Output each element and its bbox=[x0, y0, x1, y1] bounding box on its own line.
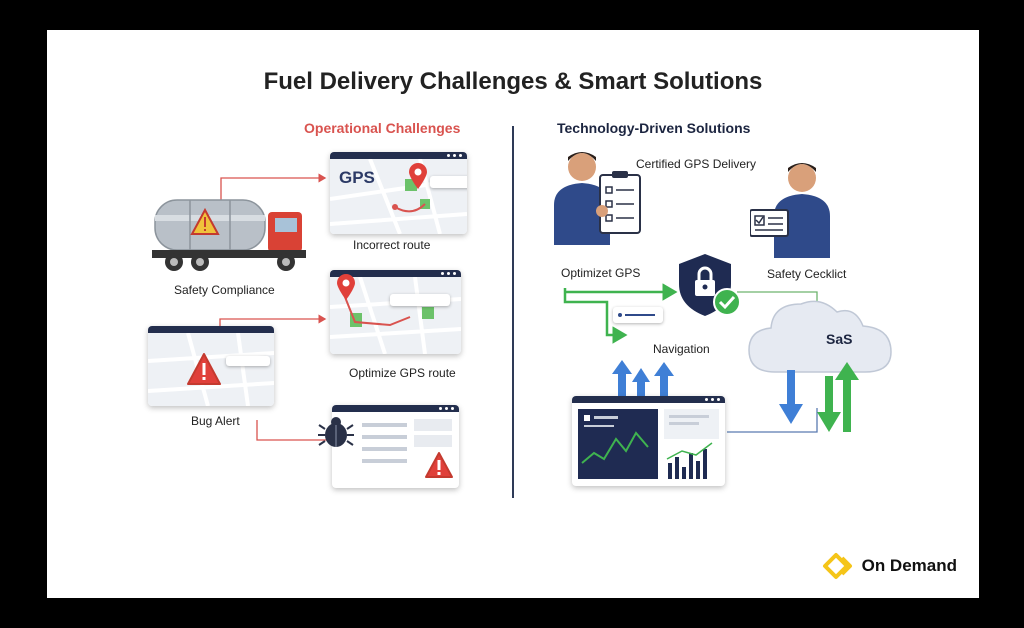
id-card-icon bbox=[750, 209, 789, 237]
analytics-dashboard-window bbox=[572, 396, 725, 486]
map-pin-icon bbox=[409, 163, 427, 189]
upload-arrows bbox=[612, 360, 674, 410]
cloud-icon bbox=[748, 300, 892, 373]
right-heading: Technology-Driven Solutions bbox=[557, 120, 751, 136]
map-tooltip-card bbox=[390, 294, 450, 306]
left-heading: Operational Challenges bbox=[304, 120, 461, 136]
optimize-map-window bbox=[330, 270, 461, 354]
dashboard-cloud-connector bbox=[727, 408, 818, 433]
fuel-truck-icon bbox=[152, 199, 306, 271]
warning-icon bbox=[425, 452, 453, 478]
bug-icon bbox=[318, 417, 354, 447]
arrow-up-icon bbox=[612, 360, 632, 410]
route-map-icon bbox=[330, 158, 467, 234]
navigation-label: Navigation bbox=[653, 342, 710, 356]
cloud-sync-arrows bbox=[779, 362, 859, 432]
cloud-text: SaS bbox=[826, 331, 853, 347]
bug-alert-connector bbox=[256, 420, 332, 441]
infographic-canvas: Fuel Delivery Challenges & Smart Solutio… bbox=[47, 30, 979, 598]
optimize-gps-route-label: Optimize GPS route bbox=[349, 366, 456, 380]
padlock-shield-icon bbox=[679, 254, 741, 316]
bug-alert-window bbox=[148, 326, 274, 406]
dashboard-chart-icon bbox=[578, 409, 719, 479]
brand-name: On Demand bbox=[861, 556, 957, 575]
arrow-up-icon bbox=[632, 368, 650, 410]
map-pin-icon bbox=[337, 274, 355, 300]
bug-alert-label: Bug Alert bbox=[191, 414, 240, 428]
center-divider bbox=[512, 126, 514, 498]
safety-checklist-label: Safety Cecklict bbox=[767, 267, 847, 281]
truck-to-gps-connector bbox=[220, 173, 327, 205]
shield-cloud-connector bbox=[737, 291, 818, 305]
person-with-badge bbox=[750, 163, 830, 258]
optimizet-gps-label: Optimizet GPS bbox=[561, 266, 641, 280]
clipboard-checklist-icon bbox=[599, 171, 641, 234]
arrow-down-icon bbox=[779, 370, 803, 424]
arrow-up-icon bbox=[654, 362, 674, 410]
incorrect-route-label: Incorrect route bbox=[353, 238, 431, 252]
gps-map-window: GPS bbox=[330, 152, 467, 234]
info-card bbox=[613, 307, 663, 323]
safety-compliance-label: Safety Compliance bbox=[174, 283, 275, 297]
on-demand-logo-icon bbox=[822, 553, 852, 579]
page-title: Fuel Delivery Challenges & Smart Solutio… bbox=[263, 68, 763, 95]
arrow-up-icon bbox=[835, 362, 859, 432]
bug-window-connector bbox=[219, 314, 327, 326]
brand-logo: On Demand bbox=[822, 552, 957, 580]
map-tooltip-card bbox=[430, 176, 467, 188]
arrow-down-icon bbox=[817, 376, 841, 432]
gps-window-text: GPS bbox=[339, 168, 375, 187]
left-connectors bbox=[219, 173, 818, 441]
person-with-clipboard bbox=[554, 152, 641, 245]
warning-icon bbox=[190, 207, 220, 235]
bug-dashboard-window bbox=[332, 405, 459, 488]
alert-tooltip-card bbox=[226, 356, 270, 366]
certified-gps-delivery-label: Certified GPS Delivery bbox=[636, 157, 757, 171]
checkmark-icon bbox=[713, 288, 741, 316]
warning-icon bbox=[187, 353, 221, 385]
green-flow-connector bbox=[563, 288, 628, 344]
person-icon bbox=[554, 152, 610, 245]
